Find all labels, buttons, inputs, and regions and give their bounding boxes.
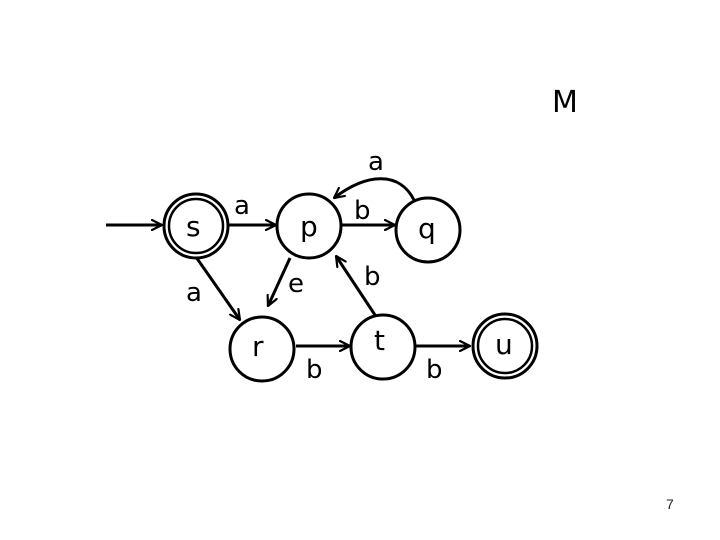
transition-label-q-p: a xyxy=(368,147,384,177)
state-p: p xyxy=(275,192,343,260)
state-s: s xyxy=(162,192,230,260)
transition-label-t-u: b xyxy=(426,355,443,385)
transition-t-p xyxy=(334,256,379,319)
state-label-q: q xyxy=(418,212,436,245)
state-label-p: p xyxy=(300,210,318,243)
state-r: r xyxy=(228,315,296,383)
page-number: 7 xyxy=(666,496,674,512)
transition-label-p-q: b xyxy=(354,196,371,226)
transition-p-r xyxy=(268,257,292,306)
state-u: u xyxy=(471,312,539,380)
transition-s-r xyxy=(194,256,242,320)
state-label-r: r xyxy=(252,330,264,363)
transition-label-s-r: a xyxy=(186,278,202,308)
state-label-s: s xyxy=(186,210,201,243)
transition-label-p-r: e xyxy=(288,269,304,299)
state-q: q xyxy=(394,196,462,264)
diagram-title: M xyxy=(552,85,578,120)
state-t: t xyxy=(349,313,417,381)
transition-label-r-t: b xyxy=(306,355,323,385)
state-label-t: t xyxy=(374,324,385,357)
transition-label-s-p: a xyxy=(234,191,250,221)
state-label-u: u xyxy=(495,328,513,361)
transition-q-p xyxy=(334,177,416,201)
transition-label-t-p: b xyxy=(364,262,381,292)
